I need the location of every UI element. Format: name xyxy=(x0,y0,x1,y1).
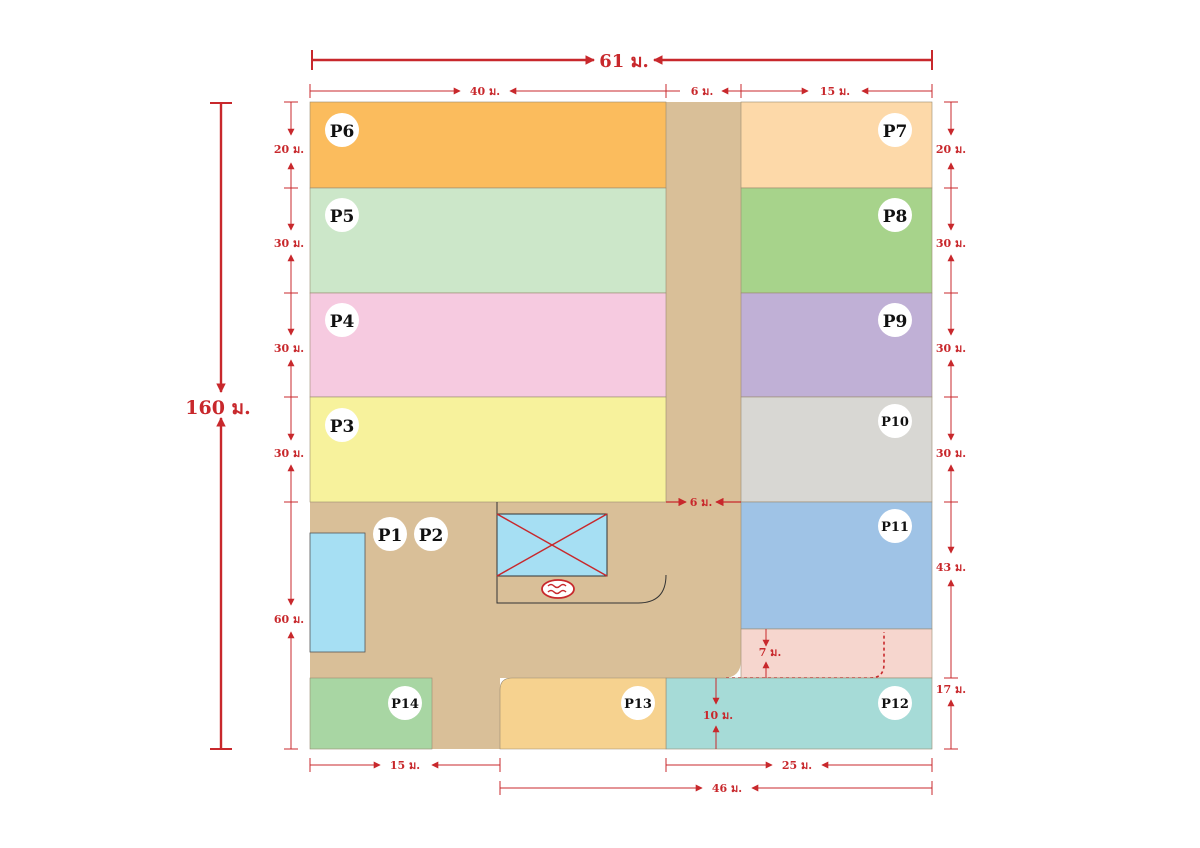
dim-road-mid: 6 ม. xyxy=(690,496,713,509)
label-p6: P6 xyxy=(325,113,359,147)
label-p2: P2 xyxy=(414,517,448,551)
label-p12: P12 xyxy=(878,686,912,720)
dim-inner-7: 7 ม. xyxy=(759,646,782,659)
label-p2-text: P2 xyxy=(419,526,444,546)
plot-p6[interactable] xyxy=(309,101,667,189)
label-p1: P1 xyxy=(373,517,407,551)
dim-right-p12: 17 ม. xyxy=(936,683,966,696)
dimension-lines xyxy=(210,50,958,795)
dim-right-p9: 30 ม. xyxy=(936,342,966,355)
dim-right-p10: 30 ม. xyxy=(936,447,966,460)
plot-p7[interactable] xyxy=(740,101,933,189)
road-main xyxy=(666,102,741,678)
label-p10: P10 xyxy=(878,404,912,438)
label-p11: P11 xyxy=(878,509,912,543)
water-icon xyxy=(541,579,575,599)
label-p4-text: P4 xyxy=(330,312,355,332)
label-p9-text: P9 xyxy=(883,312,908,332)
label-p1-text: P1 xyxy=(378,526,403,546)
plot-p5[interactable] xyxy=(309,187,667,294)
plot-p3[interactable] xyxy=(309,396,667,503)
clubhouse-lot-outline xyxy=(496,502,667,604)
label-p14-text: P14 xyxy=(391,697,419,712)
label-p8-text: P8 xyxy=(883,207,908,227)
label-p5-text: P5 xyxy=(330,207,355,227)
dim-top-road: 6 ม. xyxy=(691,85,714,98)
dim-total-width: 61 ม. xyxy=(599,51,648,72)
dim-right-p7: 20 ม. xyxy=(936,143,966,156)
label-p6-text: P6 xyxy=(330,122,355,142)
label-p7-text: P7 xyxy=(883,122,908,142)
pool-left xyxy=(309,532,366,653)
dim-left-p5: 30 ม. xyxy=(274,237,304,250)
road-bottom-lane xyxy=(432,676,500,749)
dim-bottom-15: 15 ม. xyxy=(390,759,420,772)
label-p7: P7 xyxy=(878,113,912,147)
label-p3-text: P3 xyxy=(330,417,355,437)
label-p8: P8 xyxy=(878,198,912,232)
label-p11-text: P11 xyxy=(881,520,909,535)
dim-top-left: 40 ม. xyxy=(470,85,500,98)
dim-left-p6: 20 ม. xyxy=(274,143,304,156)
dim-total-height: 160 ม. xyxy=(185,397,250,419)
label-p4: P4 xyxy=(325,303,359,337)
label-p14: P14 xyxy=(388,686,422,720)
label-p12-text: P12 xyxy=(881,697,909,712)
dim-right-p11: 43 ม. xyxy=(936,561,966,574)
pool-cross-line xyxy=(496,513,608,577)
dim-left-p3: 30 ม. xyxy=(274,447,304,460)
dim-bottom-25: 25 ม. xyxy=(782,759,812,772)
dim-right-p8: 30 ม. xyxy=(936,237,966,250)
label-p9: P9 xyxy=(878,303,912,337)
label-p10-text: P10 xyxy=(881,415,909,430)
dim-left-p4: 30 ม. xyxy=(274,342,304,355)
label-p5: P5 xyxy=(325,198,359,232)
dim-top-right: 15 ม. xyxy=(820,85,850,98)
label-p3: P3 xyxy=(325,408,359,442)
plot-labels: P6 P5 P4 P3 P7 P8 P9 P10 P11 P12 P13 P14… xyxy=(325,113,912,720)
label-p13-text: P13 xyxy=(624,697,652,712)
dim-left-bottom: 60 ม. xyxy=(274,613,304,626)
dimension-labels: 61 ม. 160 ม. 40 ม. 6 ม. 15 ม. 6 ม. 20 ม.… xyxy=(185,51,966,795)
dim-inner-10: 10 ม. xyxy=(703,709,733,722)
setback-strip xyxy=(740,628,933,679)
plot-p4[interactable] xyxy=(309,292,667,398)
label-p13: P13 xyxy=(621,686,655,720)
dim-bottom-46: 46 ม. xyxy=(712,782,742,795)
